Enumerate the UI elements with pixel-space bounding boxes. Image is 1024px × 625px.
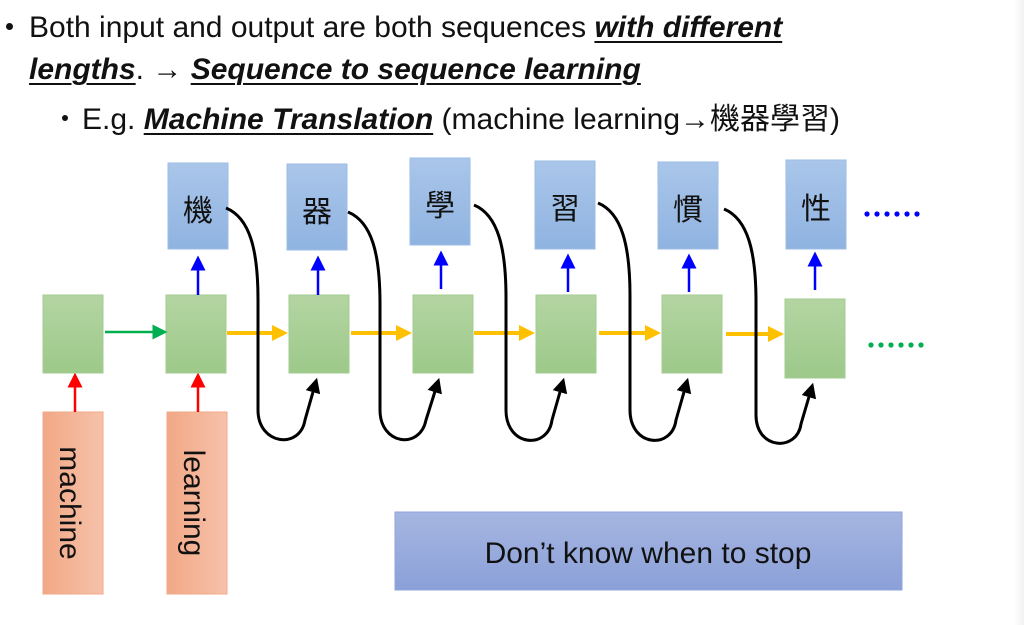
bullet-2: E.g. Machine Translation (machine learni… <box>62 102 840 138</box>
slide-edge-shade <box>1014 0 1024 625</box>
stop-note-box <box>394 511 903 591</box>
output-ellipsis <box>864 211 920 217</box>
output-node: 性 <box>785 159 847 250</box>
output-token: 器 <box>302 195 332 230</box>
bullet-1-line-2: lengths. → Sequence to sequence learning <box>29 52 641 88</box>
output-token: 機 <box>183 194 213 229</box>
hidden-box <box>784 298 846 379</box>
input-label-machine: machine <box>53 446 86 559</box>
emphasis-different-lengths-1: with different <box>594 11 783 44</box>
feedback-arrow <box>473 203 568 442</box>
input-node: learning <box>166 411 228 595</box>
input-node: machine <box>42 411 104 595</box>
example-open: (machine learning→ <box>433 103 711 136</box>
emphasis-machine-translation: Machine Translation <box>143 103 434 136</box>
bullet-1-text: Both input and output are both sequences <box>29 11 595 44</box>
output-token: 慣 <box>673 193 703 228</box>
output-node: 器 <box>286 163 348 251</box>
output-node: 機 <box>167 162 229 250</box>
emphasis-seq2seq: Sequence to sequence learning <box>190 53 641 86</box>
example-chinese: 機器學習 <box>710 102 831 137</box>
output-token: 習 <box>550 192 580 227</box>
output-box <box>409 157 471 246</box>
hidden-ellipsis <box>868 342 924 348</box>
emphasis-different-lengths-2: lengths <box>29 53 136 86</box>
eg-prefix: E.g. <box>82 103 144 136</box>
hidden-box <box>661 294 723 374</box>
encoder-hidden-box <box>42 294 104 374</box>
feedback-arrow <box>225 206 321 442</box>
stop-note: Don’t know when to stop <box>394 511 903 591</box>
feedback-arrow <box>723 207 817 445</box>
hidden-box <box>412 294 474 374</box>
output-token: 學 <box>425 189 455 224</box>
output-box <box>534 160 596 250</box>
output-box <box>167 162 229 250</box>
output-box <box>785 159 847 250</box>
stop-note-text: Don’t know when to stop <box>485 537 812 570</box>
feedback-arrow <box>597 201 692 442</box>
output-node: 學 <box>409 157 471 246</box>
sub-bullet-dot <box>62 115 68 122</box>
output-node: 習 <box>534 160 596 250</box>
hidden-box <box>288 294 350 374</box>
example-close: ) <box>830 103 841 136</box>
arrow-text: . → <box>135 53 191 86</box>
bullet-dot <box>6 22 13 30</box>
output-token: 性 <box>801 192 831 227</box>
hidden-box <box>165 294 227 374</box>
input-box-machine <box>42 411 104 595</box>
output-box <box>657 161 719 250</box>
feedback-arrow <box>347 210 442 442</box>
input-label-learning: learning <box>177 450 210 557</box>
hidden-box <box>535 294 597 374</box>
bullet-1-line-1: Both input and output are both sequences… <box>6 10 782 46</box>
output-box <box>286 163 348 251</box>
output-node: 慣 <box>657 161 719 250</box>
